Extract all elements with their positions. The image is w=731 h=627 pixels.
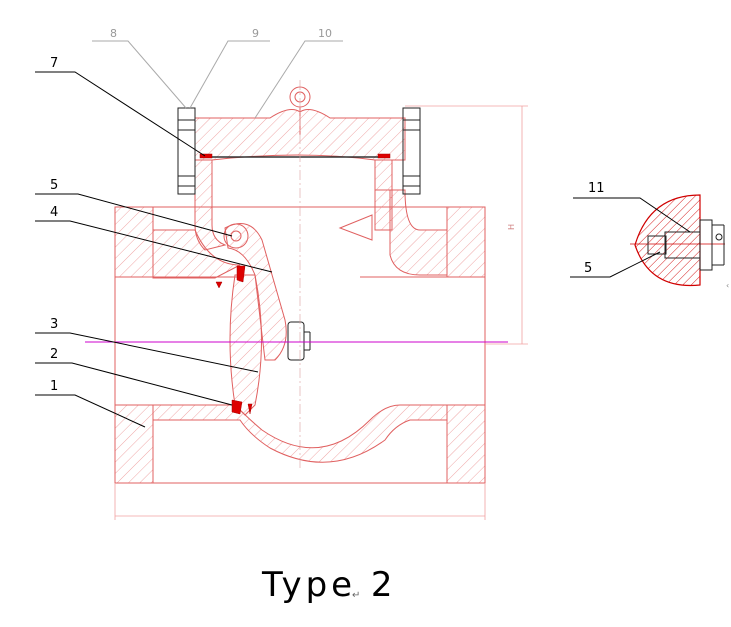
right-bolt xyxy=(402,107,421,195)
callout-9: 9 xyxy=(252,27,259,40)
callout-10: 10 xyxy=(318,27,332,40)
disc xyxy=(229,274,262,416)
valve-body xyxy=(114,159,486,484)
dimension-lines: H xyxy=(85,80,528,520)
hinge-arm xyxy=(224,223,287,361)
callout-3: 3 xyxy=(50,317,58,332)
callout-7: 7 xyxy=(50,56,58,71)
disc-nut xyxy=(287,321,305,361)
callout-1: 1 xyxy=(50,379,58,394)
detail-section xyxy=(634,194,701,287)
callout-2: 2 xyxy=(50,347,58,362)
bonnet-gasket xyxy=(199,153,213,159)
left-bolt xyxy=(177,107,196,195)
left-flange-lower xyxy=(114,404,154,484)
callout-5: 5 xyxy=(50,178,58,193)
height-dim-mark: H xyxy=(507,224,516,230)
detail-mark: ‹ xyxy=(726,281,729,290)
right-flange-lower xyxy=(446,404,486,484)
right-flange xyxy=(446,206,486,278)
drawing-caption: Type 2 xyxy=(261,565,397,605)
detail-nut xyxy=(699,219,713,271)
detail-view: 11 5 ‹ xyxy=(570,181,729,290)
caption-mark: ↵ xyxy=(352,590,360,601)
seat-ring-top xyxy=(236,265,246,283)
callout-group: 8 9 10 7 5 4 3 2 1 xyxy=(35,27,343,428)
disc-assembly xyxy=(215,223,311,416)
left-flange xyxy=(114,206,154,278)
callout-8: 8 xyxy=(110,27,117,40)
detail-callout-5: 5 xyxy=(584,261,592,276)
bonnet-gasket-right xyxy=(377,153,391,159)
seat-ring-bottom xyxy=(231,399,243,415)
detail-callout-11: 11 xyxy=(588,181,605,196)
callout-4: 4 xyxy=(50,205,58,220)
